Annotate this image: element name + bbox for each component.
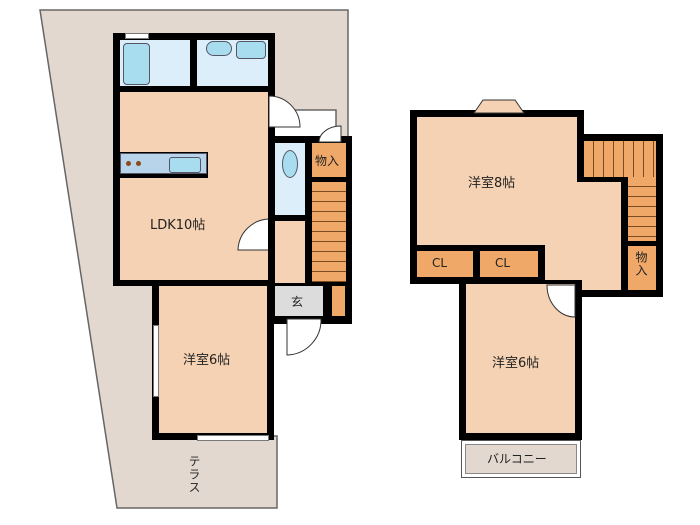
bathtub-icon	[123, 43, 150, 85]
stairs-2f[interactable]	[628, 177, 656, 241]
door-icon	[546, 284, 576, 318]
balcony-label: バルコニー	[487, 452, 547, 466]
door-icon	[318, 125, 342, 143]
bay-window	[473, 99, 525, 114]
sink-icon	[206, 41, 232, 56]
stairs-1f[interactable]	[312, 182, 346, 282]
terrace-label: テラス	[187, 455, 201, 494]
window	[197, 435, 269, 441]
door-icon	[237, 218, 271, 251]
storage-2f	[628, 246, 656, 290]
bath-window	[125, 33, 149, 39]
stairs-2f-top[interactable]	[584, 141, 656, 177]
western6-1f-room	[159, 286, 267, 433]
storage-1f	[312, 143, 346, 177]
western6-2f-label: 洋室6帖	[492, 356, 540, 371]
closet-1-label: CL	[432, 256, 448, 270]
washing-machine-icon	[236, 41, 266, 59]
kitchen-sink-icon	[169, 157, 201, 173]
entrance-label: 玄	[291, 295, 304, 309]
closet-2	[480, 251, 538, 277]
stove-burner-icon	[136, 161, 141, 166]
western8-label: 洋室8帖	[468, 176, 516, 191]
western6-1f-label: 洋室6帖	[183, 353, 231, 368]
storage-2f-label: 物入	[634, 251, 648, 277]
closet-1	[417, 251, 473, 277]
balcony	[461, 440, 581, 478]
closet-2-label: CL	[495, 256, 511, 270]
door-icon	[268, 95, 301, 128]
shoe-cabinet	[332, 286, 345, 316]
toilet-icon	[282, 150, 298, 178]
kitchen-counter	[120, 153, 207, 174]
storage-1f-label: 物入	[315, 154, 340, 168]
hallway	[275, 221, 305, 283]
front-door-icon[interactable]	[286, 318, 322, 356]
entrance	[275, 286, 323, 316]
hall-2f	[545, 182, 621, 290]
ldk-label: LDK10帖	[150, 218, 206, 233]
window	[153, 325, 159, 397]
stove-burner-icon	[126, 161, 131, 166]
